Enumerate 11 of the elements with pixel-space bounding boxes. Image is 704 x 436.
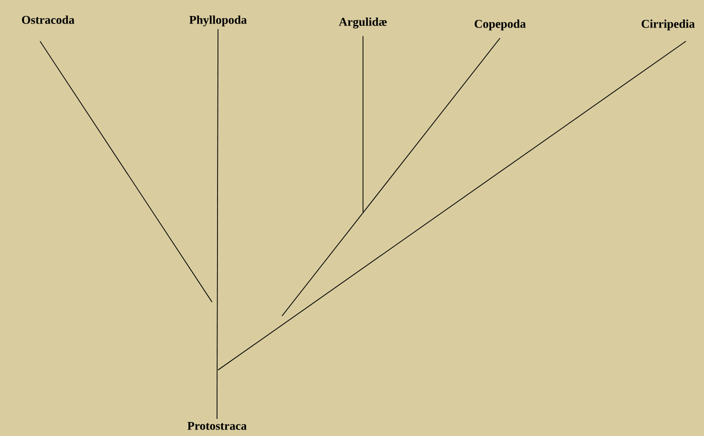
taxon-label: Copepoda xyxy=(474,20,526,30)
taxon-label: Phyllopoda xyxy=(189,16,247,26)
branch-line xyxy=(216,28,218,420)
taxon-label: Cirripedia xyxy=(642,20,695,30)
taxon-label: Argulidæ xyxy=(338,18,387,28)
taxon-label: Ostracoda xyxy=(22,16,74,24)
branch-line xyxy=(40,40,212,302)
taxon-label: Protostraca xyxy=(187,422,247,430)
branch-line xyxy=(362,36,364,212)
branch-line xyxy=(218,40,686,370)
branch-line xyxy=(282,38,500,316)
